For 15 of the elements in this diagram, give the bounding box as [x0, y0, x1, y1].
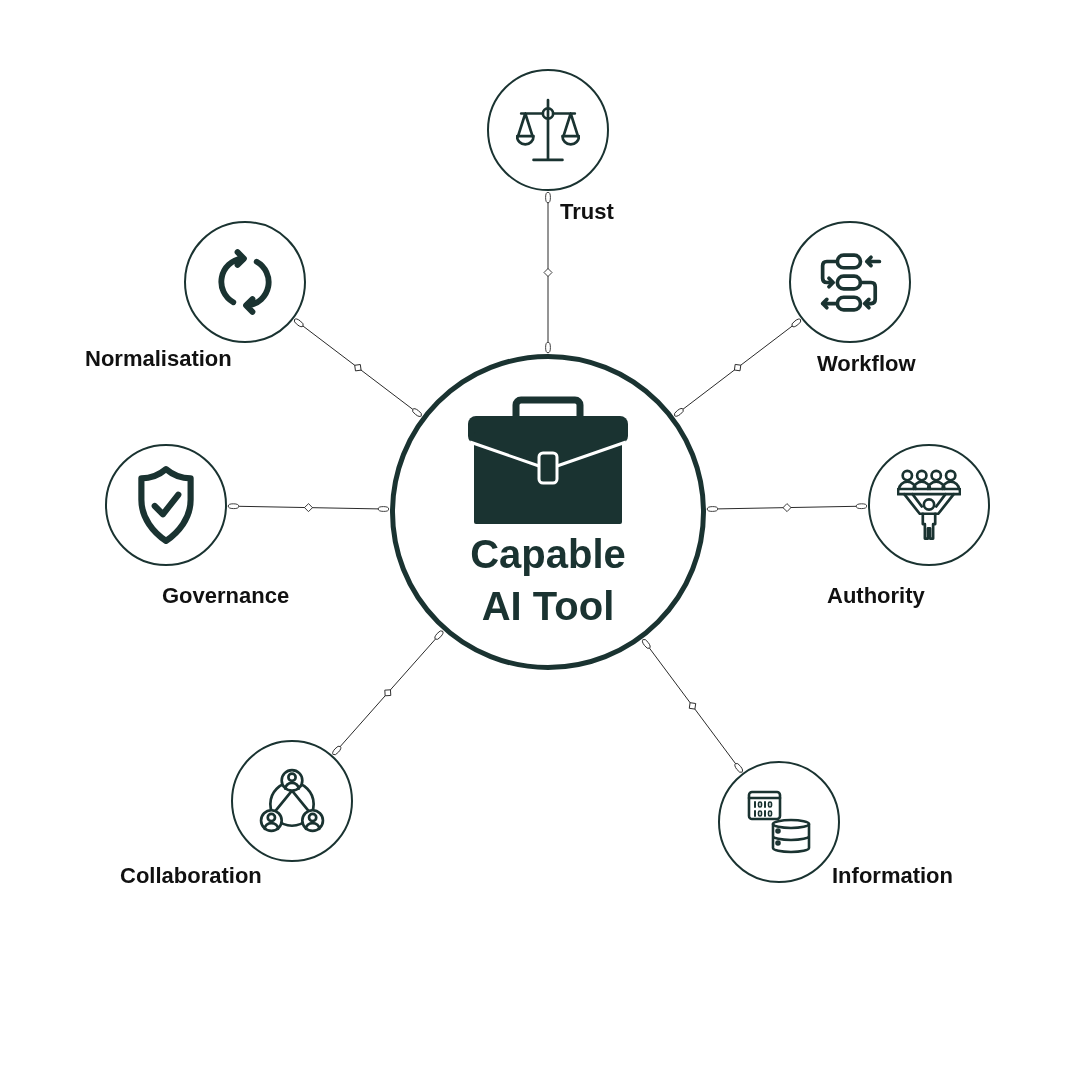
connector-line — [227, 503, 390, 512]
connector-line — [641, 639, 743, 773]
connector-line — [543, 191, 553, 354]
connector-line — [674, 318, 802, 417]
node-label: Trust — [560, 199, 614, 225]
hub-title: Capable AI Tool — [469, 531, 627, 630]
connector-line — [706, 503, 868, 513]
connector-line — [332, 630, 444, 756]
node-label: Normalisation — [85, 346, 232, 372]
connector-line — [293, 318, 422, 417]
node-label: Information — [832, 863, 953, 889]
node-label: Collaboration — [120, 863, 262, 889]
node-label: Workflow — [817, 351, 916, 377]
node-label: Authority — [827, 583, 925, 609]
node-label: Governance — [162, 583, 290, 609]
